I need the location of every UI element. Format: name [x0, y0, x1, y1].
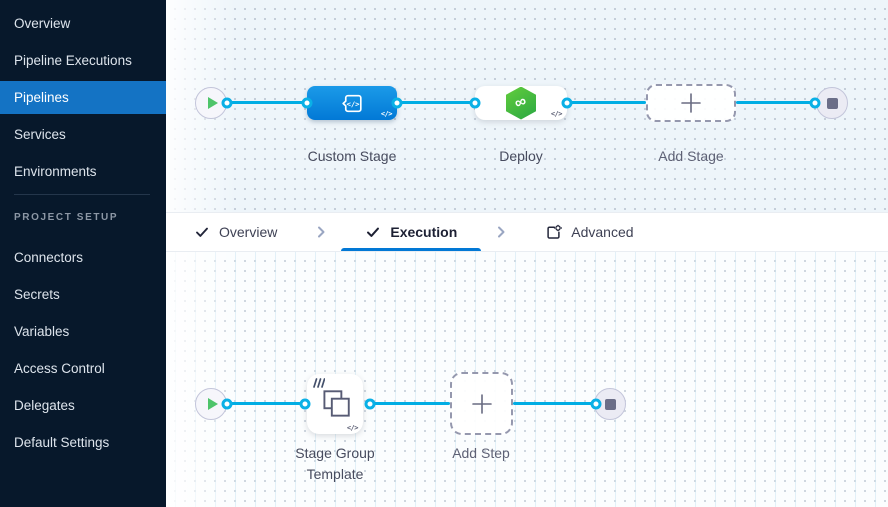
- connector-port[interactable]: [299, 398, 311, 410]
- code-badge-icon: </>: [380, 110, 393, 118]
- edge: [736, 101, 815, 104]
- custom-stage-icon: </>: [341, 94, 362, 112]
- add-step-button[interactable]: [450, 372, 513, 435]
- add-stage-button[interactable]: [646, 84, 736, 122]
- add-stage-label: Add Stage: [658, 148, 724, 164]
- box-gear-icon: [547, 224, 563, 239]
- execution-end-node: [594, 388, 626, 420]
- sidebar-item-connectors[interactable]: Connectors: [14, 250, 84, 265]
- code-badge-icon: </>: [346, 424, 359, 432]
- sidebar-item-variables[interactable]: Variables: [14, 324, 70, 339]
- sidebar-item-access-control[interactable]: Access Control: [14, 361, 105, 376]
- sidebar: Overview Pipeline Executions Pipelines S…: [0, 0, 166, 507]
- deploy-icon: ∞: [506, 86, 536, 120]
- pipeline-end-node: [816, 87, 848, 119]
- tab-execution[interactable]: Execution: [341, 213, 482, 251]
- stop-icon: [604, 398, 616, 410]
- connector-port[interactable]: [590, 398, 602, 410]
- sidebar-item-environments[interactable]: Environments: [14, 164, 97, 179]
- connector-port[interactable]: [221, 398, 233, 410]
- connector-port[interactable]: [561, 97, 573, 109]
- play-icon: [208, 97, 218, 109]
- stage-label-deploy: Deploy: [499, 148, 543, 164]
- plus-icon: [471, 393, 492, 414]
- step-label-stage-group-template: Stage Group Template: [295, 445, 375, 482]
- check-icon: [196, 227, 208, 237]
- edge: [227, 402, 304, 405]
- step-node-stage-group-template[interactable]: </>: [307, 374, 363, 434]
- main-area: Overview Execution Advanced: [166, 0, 888, 507]
- tab-label: Overview: [219, 224, 278, 240]
- sidebar-divider: [14, 194, 150, 195]
- tab-overview[interactable]: Overview: [170, 213, 301, 251]
- stage-node-custom-stage[interactable]: </> </>: [307, 86, 397, 120]
- sidebar-item-services[interactable]: Services: [14, 127, 66, 142]
- check-icon: [367, 227, 380, 237]
- play-icon: [208, 398, 218, 410]
- connector-port[interactable]: [364, 398, 376, 410]
- sidebar-item-default-settings[interactable]: Default Settings: [14, 435, 110, 450]
- edge: [567, 101, 646, 104]
- template-marks-icon: [313, 378, 325, 388]
- edge: [397, 101, 475, 104]
- chevron-right-icon: [481, 213, 521, 251]
- stage-node-deploy[interactable]: ∞ </>: [475, 86, 567, 120]
- sidebar-item-pipelines[interactable]: Pipelines: [0, 81, 166, 114]
- connector-port[interactable]: [301, 97, 313, 109]
- tab-label: Advanced: [571, 224, 634, 240]
- edge: [513, 402, 596, 405]
- stage-group-icon: [323, 390, 350, 417]
- connector-port[interactable]: [391, 97, 403, 109]
- plus-icon: [681, 93, 701, 113]
- sidebar-item-pipeline-executions[interactable]: Pipeline Executions: [14, 53, 132, 68]
- stop-icon: [826, 97, 838, 109]
- add-step-label: Add Step: [452, 445, 510, 461]
- svg-text:</>: </>: [346, 99, 360, 108]
- sidebar-item-overview[interactable]: Overview: [14, 16, 71, 31]
- sidebar-nav: Overview Pipeline Executions Pipelines S…: [0, 7, 166, 188]
- stage-tabs: Overview Execution Advanced: [166, 212, 888, 252]
- stage-label-custom-stage: Custom Stage: [307, 148, 397, 164]
- edge: [370, 402, 450, 405]
- sidebar-setup-nav: Connectors Secrets Variables Access Cont…: [0, 241, 166, 459]
- tab-label: Execution: [390, 224, 458, 240]
- chevron-right-icon: [301, 213, 341, 251]
- tab-advanced[interactable]: Advanced: [521, 213, 657, 251]
- edge: [227, 101, 307, 104]
- connector-port[interactable]: [809, 97, 821, 109]
- sidebar-item-delegates[interactable]: Delegates: [14, 398, 75, 413]
- execution-canvas: [166, 252, 888, 507]
- connector-port[interactable]: [469, 97, 481, 109]
- sidebar-item-secrets[interactable]: Secrets: [14, 287, 60, 302]
- project-setup-label: PROJECT SETUP: [14, 211, 119, 223]
- code-badge-icon: </>: [550, 110, 563, 118]
- connector-port[interactable]: [221, 97, 233, 109]
